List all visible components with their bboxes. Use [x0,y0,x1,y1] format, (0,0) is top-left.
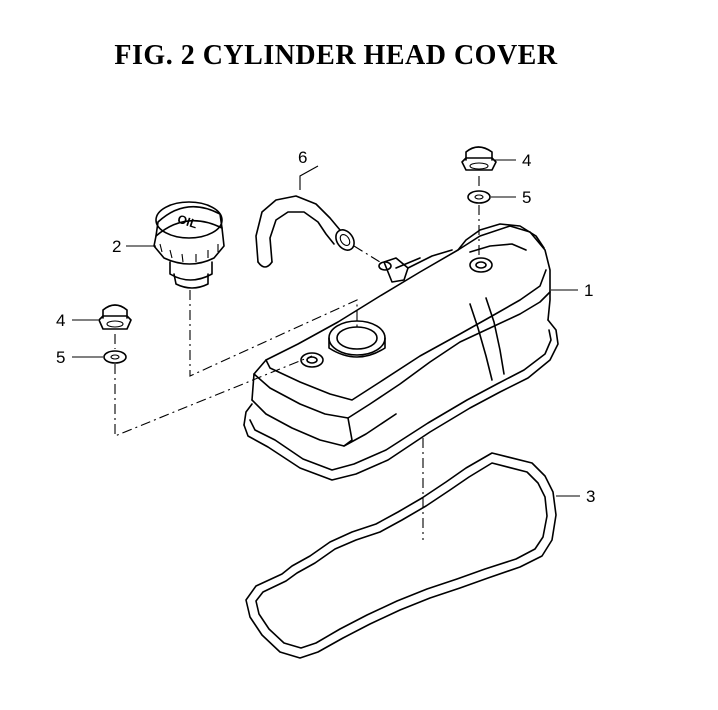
breather-hose-part-6 [255,195,355,268]
assembly-lines [114,176,480,540]
label-part-2: 2 [112,237,121,256]
label-part-6: 6 [298,148,307,167]
washer-part-5-lower [103,350,127,364]
figure-title: FIG. 2 CYLINDER HEAD COVER [114,40,558,71]
leader-lines [72,159,580,497]
label-part-5-upper: 5 [522,188,531,207]
gasket-part-3 [245,452,557,659]
label-part-4-lower: 4 [56,311,65,330]
washer-part-5-upper [467,190,491,204]
label-part-4-upper: 4 [522,151,531,170]
oil-cap-label: OIL [176,212,199,231]
cap-nut-part-4-upper [461,146,497,171]
reference-labels: 6 4 5 1 2 4 5 3 [56,148,595,506]
cover-part-1 [243,223,559,481]
oil-cap-part-2: OIL [153,201,225,289]
label-part-5-lower: 5 [56,348,65,367]
cap-nut-part-4-lower [98,304,132,330]
label-part-1: 1 [584,281,593,300]
label-part-3: 3 [586,487,595,506]
